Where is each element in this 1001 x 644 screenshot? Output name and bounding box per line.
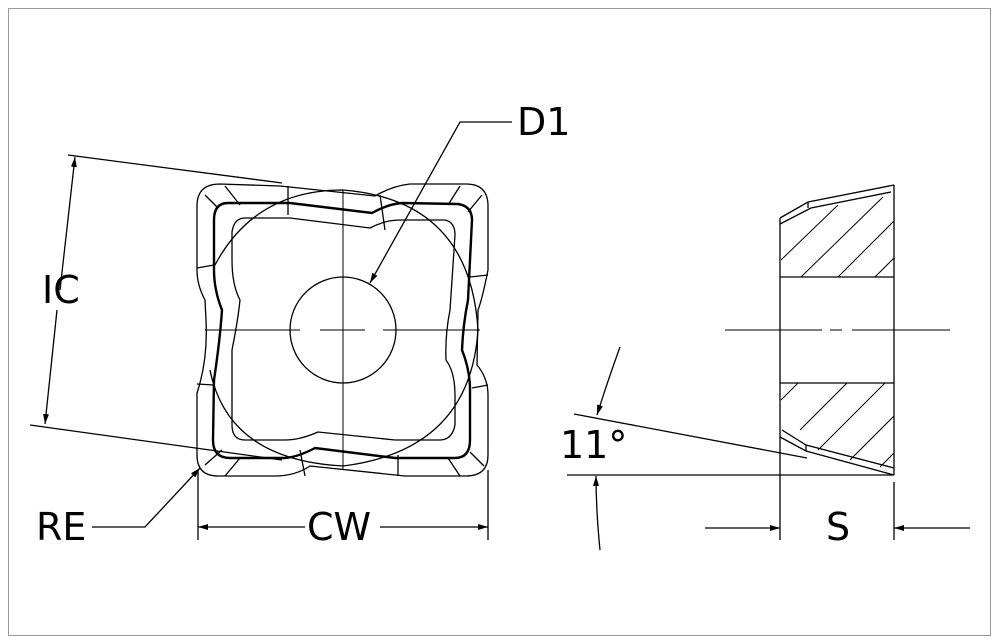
ic-dimension	[29, 154, 283, 461]
insert-rake-arc	[209, 189, 479, 467]
insert-corner-facets	[196, 185, 489, 477]
d1-leader	[369, 121, 512, 284]
cw-label: CW	[307, 505, 371, 549]
center-lines	[205, 190, 480, 470]
insert-top-view	[196, 183, 489, 477]
cw-dimension	[197, 470, 489, 540]
insert-inner-land	[231, 217, 456, 441]
s-label: S	[826, 505, 850, 549]
re-leader	[92, 467, 201, 528]
insert-side-view	[725, 184, 950, 540]
center-hole	[289, 276, 397, 384]
angle-label: 11°	[560, 423, 627, 467]
section-hatch	[780, 196, 895, 468]
drawing-frame	[8, 8, 991, 636]
ic-label: IC	[42, 268, 80, 312]
insert-outer-outline	[196, 183, 489, 477]
d1-label: D1	[517, 100, 570, 144]
clearance-angle-dimension	[567, 346, 894, 551]
re-label: RE	[36, 505, 86, 549]
